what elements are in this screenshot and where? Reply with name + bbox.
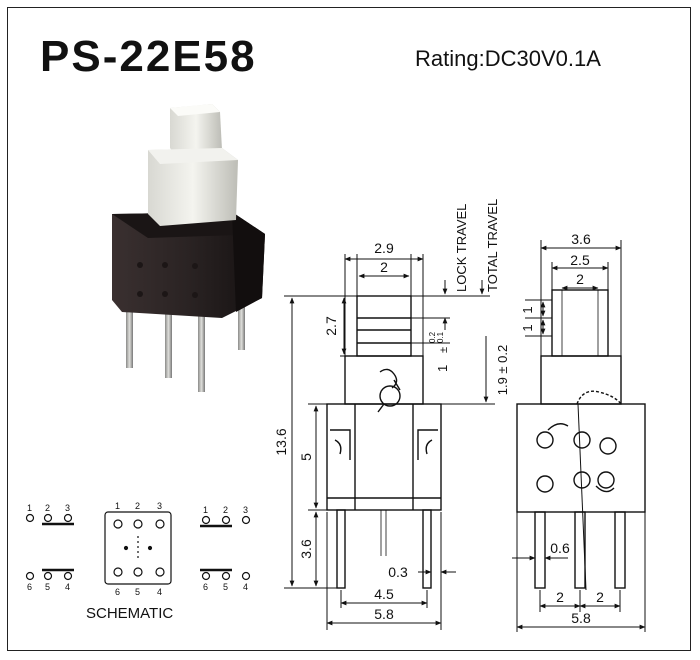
- pin-label: 4: [157, 587, 162, 597]
- pin-label: 6: [203, 582, 208, 592]
- pin-label: 1: [203, 505, 208, 515]
- schematic-middle: [104, 511, 172, 585]
- pin-label: 3: [243, 505, 248, 515]
- side-pin: [422, 509, 432, 589]
- dim-pin-pitch-left: 2: [556, 589, 564, 605]
- pin-label: 5: [223, 582, 228, 592]
- pin-label: 3: [157, 501, 162, 511]
- dim-body-height: 5: [298, 453, 314, 461]
- pin-label: 6: [115, 587, 120, 597]
- pin-label: 2: [45, 503, 50, 513]
- svg-text:±: ±: [438, 347, 450, 353]
- schematic-label: SCHEMATIC: [86, 605, 174, 622]
- pin-label: 5: [135, 587, 140, 597]
- dim-pin-spacing: 4.5: [374, 586, 394, 602]
- drawing-frame: [7, 7, 691, 651]
- dim-front-step-2: 1: [520, 324, 535, 331]
- dim-front-body-width: 5.8: [571, 610, 591, 626]
- photo-pin: [126, 294, 133, 368]
- dim-side-body-width: 5.8: [374, 606, 394, 622]
- pin-label: 6: [27, 582, 32, 592]
- dim-front-pin-width: 0.6: [550, 540, 570, 556]
- lock-travel-value: 1: [435, 365, 450, 372]
- part-number-title: PS-22E58: [40, 32, 257, 81]
- photo-body: [112, 212, 265, 318]
- dim-pin-length: 3.6: [298, 539, 314, 559]
- front-pin: [574, 511, 586, 589]
- schematic-left: [25, 513, 74, 581]
- side-plunger: [356, 295, 412, 357]
- front-pin: [614, 511, 626, 589]
- front-plunger: [551, 289, 609, 357]
- lock-travel-label: LOCK TRAVEL: [454, 204, 469, 292]
- pin-label: 1: [115, 501, 120, 511]
- photo-pin: [198, 300, 205, 392]
- dim-total-height: 13.6: [273, 428, 289, 455]
- total-travel-label: TOTAL TRAVEL: [485, 199, 500, 292]
- pin-label: 2: [223, 505, 228, 515]
- side-body: [326, 403, 442, 511]
- switch-photo: [112, 104, 265, 392]
- pin-label: 4: [243, 582, 248, 592]
- total-travel-value: 1.9 ± 0.2: [495, 345, 510, 396]
- dim-side-top-width: 2.9: [374, 240, 394, 256]
- dim-front-top-width: 3.6: [571, 231, 591, 247]
- pin-label: 4: [65, 582, 70, 592]
- dim-side-plunger-width: 2: [380, 259, 388, 275]
- pin-label: 5: [45, 582, 50, 592]
- front-view: [512, 240, 646, 632]
- dim-front-step-1: 1: [520, 306, 535, 313]
- dim-side-plunger-height: 2.7: [323, 316, 339, 336]
- photo-plunger: [148, 148, 238, 226]
- dim-pin-pitch-right: 2: [596, 589, 604, 605]
- dim-pin-thickness: 0.3: [388, 564, 408, 580]
- side-pin: [336, 509, 346, 589]
- photo-pin: [165, 298, 172, 378]
- rating-text: Rating:DC30V0.1A: [415, 46, 601, 71]
- front-body: [516, 403, 646, 513]
- pin-label: 1: [27, 503, 32, 513]
- side-view: [284, 254, 495, 630]
- schematic-right: [200, 515, 251, 581]
- dim-front-mid-width: 2.5: [570, 252, 590, 268]
- photo-plunger-top: [170, 104, 222, 156]
- pin-label: 2: [135, 501, 140, 511]
- photo-pin: [238, 290, 245, 350]
- lock-travel-tol-upper: 0.2: [428, 331, 437, 343]
- dim-front-plunger-width: 2: [576, 271, 584, 287]
- photo-body-side: [232, 212, 265, 312]
- pin-label: 3: [65, 503, 70, 513]
- front-pin: [534, 511, 546, 589]
- lock-travel-tol-lower: 0.1: [436, 331, 445, 343]
